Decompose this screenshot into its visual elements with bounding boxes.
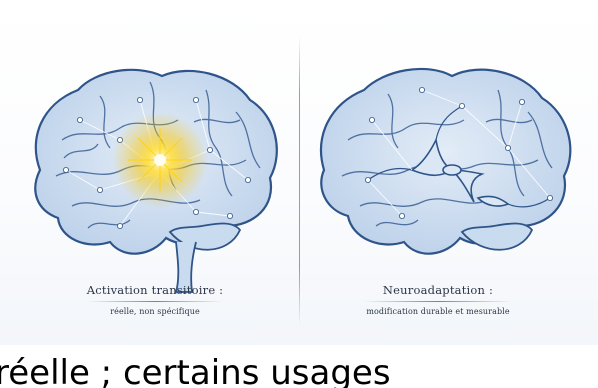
neuroadaptation-caption-subtitle: modification durable et mesurable: [330, 307, 546, 316]
neuroadaptation-caption-title: Neuroadaptation :: [330, 283, 546, 297]
illustration: Activation transitoire : réelle, non spé…: [0, 0, 598, 345]
bottom-text-line: réelle ; certains usages: [0, 353, 391, 388]
clipped-bottom-text: réelle ; certains usages: [0, 346, 598, 388]
neuroadaptation-caption: Neuroadaptation : modification durable e…: [330, 283, 546, 316]
activation-caption: Activation transitoire : réelle, non spé…: [80, 283, 230, 316]
caption-underline: [363, 301, 513, 302]
caption-underline: [87, 301, 223, 302]
panel-divider: [299, 36, 300, 326]
activation-caption-subtitle: réelle, non spécifique: [80, 307, 230, 316]
activation-caption-title: Activation transitoire :: [80, 283, 230, 297]
